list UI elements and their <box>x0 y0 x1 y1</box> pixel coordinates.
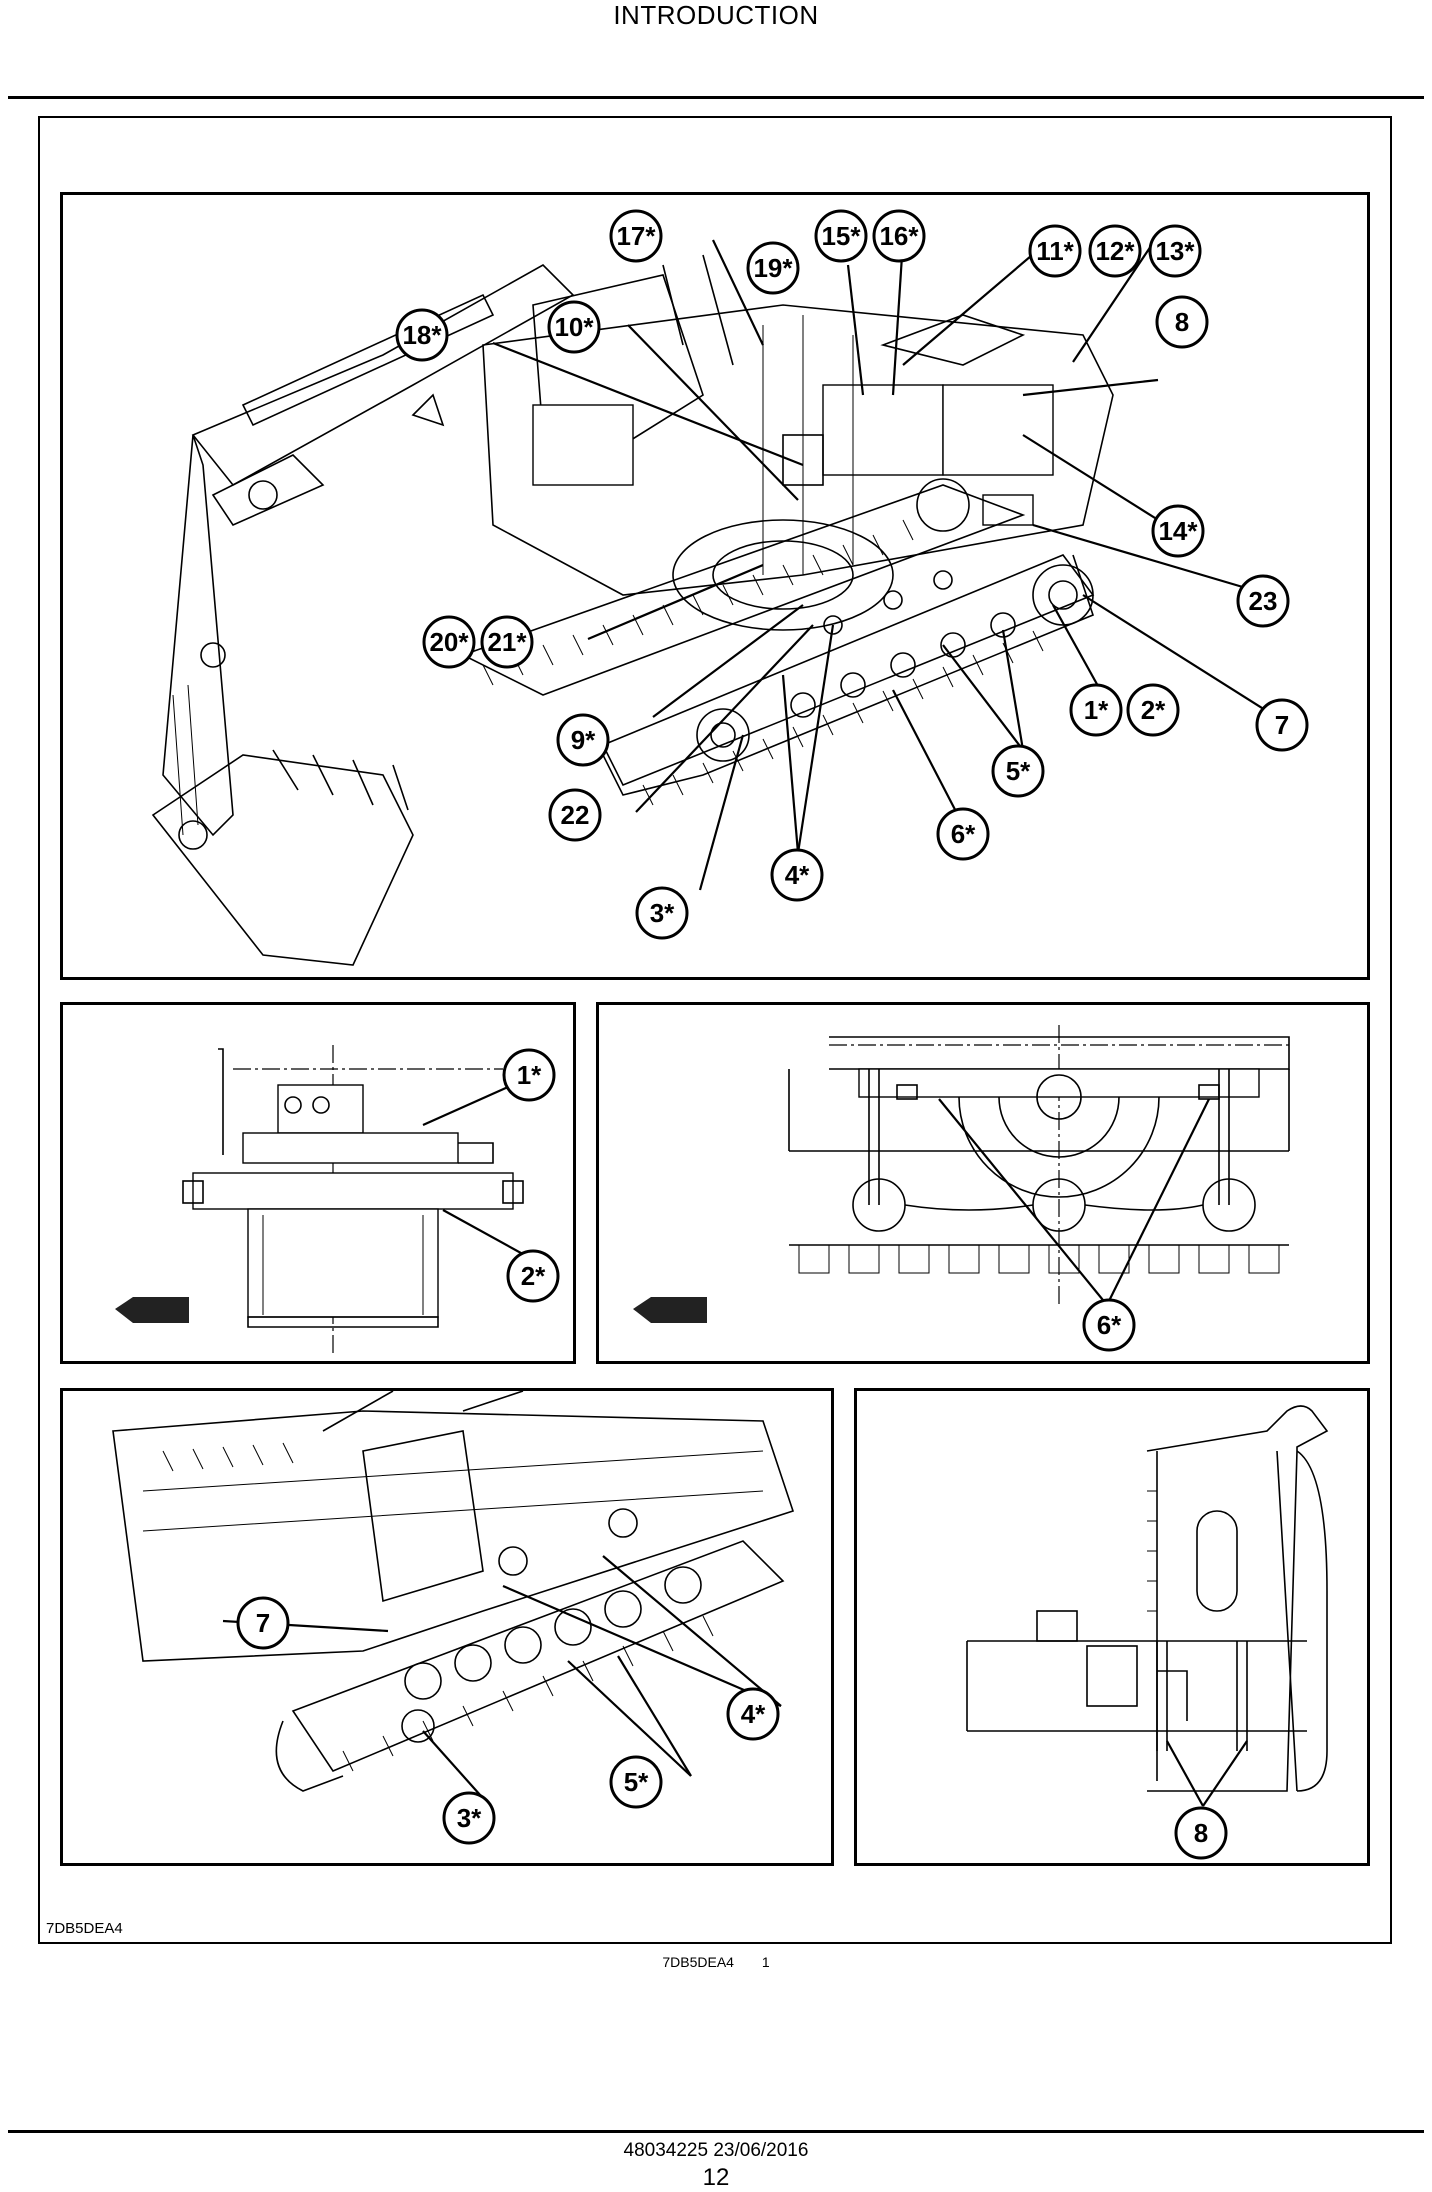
figure-code: 7DB5DEA4 <box>46 1920 123 1937</box>
svg-text:17*: 17* <box>616 221 656 251</box>
svg-text:8: 8 <box>1194 1818 1208 1848</box>
svg-text:3*: 3* <box>457 1803 482 1833</box>
callout-1-detail: 1* <box>502 1048 556 1102</box>
callout-8-detail: 8 <box>1174 1806 1228 1860</box>
callout-4: 4* <box>770 848 824 902</box>
svg-text:19*: 19* <box>753 253 793 283</box>
callout-3: 3* <box>635 886 689 940</box>
svg-text:7: 7 <box>256 1608 270 1638</box>
track-rollers-illustration: 7 4* 5* 3* <box>112 1391 795 1845</box>
callout-18: 18* <box>395 308 449 362</box>
footer-page-number: 12 <box>702 2164 730 2191</box>
callout-16: 16* <box>872 209 926 263</box>
callout-11: 11* <box>1028 224 1082 278</box>
caption-number: 1 <box>761 1954 770 1970</box>
callout-5-detail: 5* <box>609 1755 663 1809</box>
direction-arrow-icon <box>633 1297 707 1323</box>
svg-text:16*: 16* <box>879 221 919 251</box>
svg-text:2*: 2* <box>1141 695 1166 725</box>
detail-track-rollers-panel: 7 4* 5* 3* <box>60 1388 834 1866</box>
direction-arrow-icon <box>115 1297 189 1323</box>
callout-22: 22 <box>548 788 602 842</box>
svg-text:2*: 2* <box>521 1261 546 1291</box>
svg-text:8: 8 <box>1175 307 1189 337</box>
detail-final-drive-panel: 1* 2* <box>60 1002 576 1364</box>
svg-text:13*: 13* <box>1155 236 1195 266</box>
callout-9: 9* <box>556 713 610 767</box>
detail-guard-panel: 8 <box>854 1388 1370 1866</box>
callout-19: 19* <box>746 241 800 295</box>
callout-7: 7 <box>1255 698 1309 752</box>
svg-text:18*: 18* <box>402 320 442 350</box>
callout-3-detail: 3* <box>442 1791 496 1845</box>
callout-2: 2* <box>1126 683 1180 737</box>
excavator-illustration: 17* 15* 16* 19* 11* 12* 13* 18* 10* 8 14… <box>151 209 1309 966</box>
detail-frame-bolts-panel: 6* <box>596 1002 1370 1364</box>
svg-text:5*: 5* <box>1006 756 1031 786</box>
main-excavator-panel: 17* 15* 16* 19* 11* 12* 13* 18* 10* 8 14… <box>60 192 1370 980</box>
callout-6-detail: 6* <box>1082 1298 1136 1352</box>
svg-text:5*: 5* <box>624 1767 649 1797</box>
svg-text:10*: 10* <box>554 312 594 342</box>
svg-text:23: 23 <box>1249 586 1278 616</box>
svg-text:3*: 3* <box>650 898 675 928</box>
svg-text:21*: 21* <box>487 627 527 657</box>
svg-text:12*: 12* <box>1095 236 1135 266</box>
callout-20: 20* <box>422 615 476 669</box>
callout-14: 14* <box>1151 504 1205 558</box>
callout-8: 8 <box>1155 295 1209 349</box>
main-callouts: 17* 15* 16* 19* 11* 12* 13* 18* 10* 8 14… <box>395 209 1309 940</box>
callout-12: 12* <box>1088 224 1142 278</box>
svg-text:1*: 1* <box>1084 695 1109 725</box>
callout-17: 17* <box>609 209 663 263</box>
svg-text:14*: 14* <box>1158 516 1198 546</box>
svg-text:7: 7 <box>1275 710 1289 740</box>
svg-text:22: 22 <box>561 800 590 830</box>
footer-doc-ref: 48034225 23/06/2016 <box>623 2140 809 2161</box>
callout-6: 6* <box>936 807 990 861</box>
svg-text:1*: 1* <box>517 1060 542 1090</box>
svg-text:15*: 15* <box>821 221 861 251</box>
svg-text:4*: 4* <box>741 1699 766 1729</box>
svg-text:9*: 9* <box>571 725 596 755</box>
main-leader-lines <box>492 239 1274 891</box>
callout-15: 15* <box>814 209 868 263</box>
footer-rule <box>8 2130 1424 2133</box>
header-rule <box>8 96 1424 99</box>
final-drive-illustration: 1* 2* <box>115 1045 560 1355</box>
svg-text:11*: 11* <box>1036 236 1074 266</box>
caption-code: 7DB5DEA4 <box>662 1954 734 1970</box>
callout-5: 5* <box>991 744 1045 798</box>
figure-frame <box>38 116 1392 1944</box>
page-header-title: INTRODUCTION <box>613 0 819 30</box>
boom-arm-drawing <box>151 264 575 966</box>
callout-10: 10* <box>547 300 601 354</box>
callout-4-detail: 4* <box>726 1687 780 1741</box>
callout-23: 23 <box>1236 574 1290 628</box>
callout-21: 21* <box>480 615 534 669</box>
frame-bolts-illustration: 6* <box>633 1025 1290 1352</box>
figure-caption: 7DB5DEA4 1 <box>0 1954 1432 1970</box>
guard-illustration: 8 <box>966 1405 1329 1860</box>
undercarriage-drawing <box>460 484 1095 806</box>
svg-text:4*: 4* <box>785 860 810 890</box>
upperstructure-drawing <box>411 254 1114 631</box>
callout-2-detail: 2* <box>506 1249 560 1303</box>
callout-13: 13* <box>1148 224 1202 278</box>
svg-text:6*: 6* <box>951 819 976 849</box>
callout-7-detail: 7 <box>236 1596 290 1650</box>
callout-1: 1* <box>1069 683 1123 737</box>
svg-text:6*: 6* <box>1097 1310 1122 1340</box>
svg-text:20*: 20* <box>429 627 469 657</box>
